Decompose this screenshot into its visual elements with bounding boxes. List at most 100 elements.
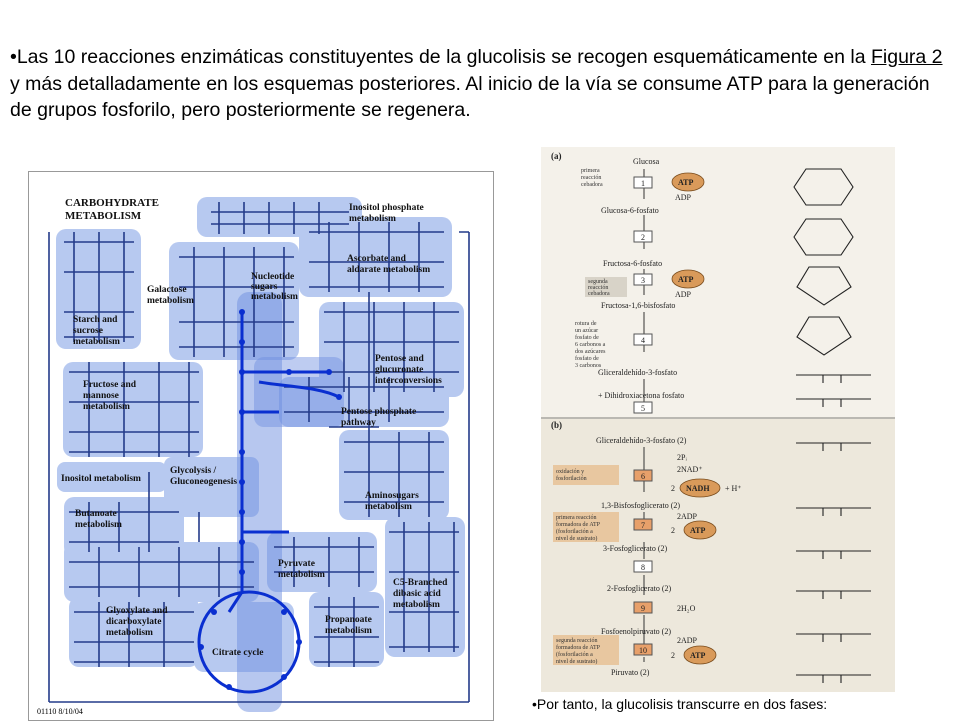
c5-label-3: metabolism xyxy=(393,600,440,610)
inositol-metabolism-label: Inositol metabolism xyxy=(61,474,141,484)
atp-3: ATP xyxy=(678,275,694,284)
c5-label-1: C5-Branched xyxy=(393,578,448,588)
note-3-line2: reacción xyxy=(588,285,608,291)
pentose-gluc-label-2: glucuronate xyxy=(375,365,423,375)
aminosugars-label-2: metabolism xyxy=(365,502,412,512)
note-1-line3: cebadora xyxy=(581,182,603,188)
note-10-line3: (fosforilación a xyxy=(556,651,593,658)
inositol-phosphate-label-2: metabolism xyxy=(349,214,396,224)
map-footer: 01110 8/10/04 xyxy=(37,707,83,716)
pyruvate-label-1: Pyruvate xyxy=(278,559,315,569)
side-notes: primera reacción cebadora segunda reacci… xyxy=(556,168,610,665)
step-4: 4 xyxy=(641,336,645,345)
adp-1: ADP xyxy=(675,193,692,202)
metabolite-2pg: 2-Fosfoglicerato (2) xyxy=(607,584,672,593)
step-6: 6 xyxy=(641,472,645,481)
ascorbate-label-2: aldarate metabolism xyxy=(347,265,430,275)
map-title-line1: CARBOHYDRATE xyxy=(65,197,159,209)
metabolite-dhap: + Dihidroxiacetona fosfato xyxy=(598,391,684,400)
note-7-line1: primera reacción xyxy=(556,515,596,521)
step-7: 7 xyxy=(641,521,645,530)
cofactor-labels: ATP ADP ATP ADP 2Pᵢ 2NAD⁺ 2 NADH + H⁺ 2A… xyxy=(671,178,742,660)
step-numbers: 1 2 3 4 5 6 7 8 9 10 xyxy=(639,179,647,655)
metabolite-gap: Gliceraldehído-3-fosfato xyxy=(598,368,677,377)
carbohydrate-metabolism-map: CARBOHYDRATE METABOLISM Inositol phospha… xyxy=(28,171,494,721)
galactose-label-2: metabolism xyxy=(147,296,194,306)
panel-a-label: (a) xyxy=(551,151,562,161)
panel-b-label: (b) xyxy=(551,420,562,430)
nadh-6: NADH xyxy=(686,484,710,493)
intro-text-end: y más detalladamente en los esquemas pos… xyxy=(10,72,930,122)
note-3-line3: cebadora xyxy=(588,291,610,297)
structure-sketches xyxy=(793,168,871,683)
butanoate-label-2: metabolism xyxy=(75,520,122,530)
step-3: 3 xyxy=(641,276,645,285)
note-6-line2: fosforilación xyxy=(556,475,587,482)
caption: •Por tanto, la glucolisis transcurre en … xyxy=(532,696,828,712)
note-1-line1: primera xyxy=(581,168,600,174)
starch-label-2: sucrose xyxy=(73,326,103,336)
note-4-line4: 6 carbonos a xyxy=(575,342,606,348)
galactose-label-1: Galactose xyxy=(147,285,187,295)
note-4-line7: 3 carbonos xyxy=(575,363,602,369)
adp-3: ADP xyxy=(675,290,692,299)
propanoate-label-2: metabolism xyxy=(325,626,372,636)
glyoxylate-label-3: metabolism xyxy=(106,628,153,638)
note-10-line2: formadora de ATP xyxy=(556,644,601,651)
h2o-9: 2H₂O xyxy=(677,604,696,613)
glyoxylate-label-2: dicarboxylate xyxy=(106,617,161,627)
pi-6: 2Pᵢ xyxy=(677,453,687,462)
nucleotide-label-1: Nucleotide xyxy=(251,272,294,282)
metabolite-3pg: 3-Fosfoglicerato (2) xyxy=(603,544,668,553)
c5-label-2: dibasic acid xyxy=(393,589,441,599)
two-10: 2 xyxy=(671,651,675,660)
metabolite-gap-2: Gliceraldehído-3-fosfato (2) xyxy=(596,436,687,445)
aminosugars-label-1: Aminosugars xyxy=(365,491,419,501)
inositol-phosphate-label-1: Inositol phosphate xyxy=(349,203,424,213)
step-8: 8 xyxy=(641,563,645,572)
note-4-line3: fosfato de xyxy=(575,334,599,341)
metabolite-bpg: 1,3-Bisfosfoglicerato (2) xyxy=(601,501,680,510)
fructose-label-2: mannose xyxy=(83,391,119,401)
glyoxylate-label-1: Glyoxylate and xyxy=(106,606,168,616)
note-6-line1: oxidación y xyxy=(556,469,584,475)
two-6: 2 xyxy=(671,484,675,493)
metabolite-labels: Glucosa Glucosa-6-fosfato Fructosa-6-fos… xyxy=(596,157,687,677)
reaction-lines xyxy=(48,202,470,703)
atp-badges xyxy=(671,172,721,665)
figura-2-link[interactable]: Figura 2 xyxy=(870,46,943,68)
nucleotide-label-2: sugars xyxy=(251,282,278,292)
note-4-line5: dos azúcares xyxy=(575,349,606,355)
h-6: + H⁺ xyxy=(725,484,742,493)
fructose-label-1: Fructose and xyxy=(83,380,137,390)
note-7-line2: formadora de ATP xyxy=(556,521,601,528)
step-markers xyxy=(633,176,653,656)
adp-10: 2ADP xyxy=(677,636,698,645)
step-9: 9 xyxy=(641,604,645,613)
intro-bullet: • xyxy=(10,46,17,68)
nucleotide-label-3: metabolism xyxy=(251,292,298,302)
kegg-labels: CARBOHYDRATE METABOLISM Inositol phospha… xyxy=(61,197,448,658)
metabolite-pyruvate: Piruvato (2) xyxy=(611,668,650,677)
intro-paragraph: •Las 10 reacciones enzimáticas constituy… xyxy=(10,44,955,124)
atp-7: ATP xyxy=(690,526,706,535)
ppp-label-1: Pentose phosphate xyxy=(341,407,416,417)
step-10: 10 xyxy=(639,646,647,655)
map-title-line2: METABOLISM xyxy=(65,210,142,222)
starch-label-3: metabolism xyxy=(73,337,120,347)
butanoate-label-1: Butanoate xyxy=(75,509,117,519)
note-7-line4: nivel de sustrato) xyxy=(556,535,597,542)
ascorbate-label-1: Ascorbate and xyxy=(347,254,407,264)
note-10-line1: segunda reacción xyxy=(556,638,597,644)
intro-text-start: Las 10 reacciones enzimáticas constituye… xyxy=(16,46,871,68)
note-4-line1: rotura de xyxy=(575,321,597,327)
kegg-map-svg: CARBOHYDRATE METABOLISM Inositol phospha… xyxy=(37,197,470,716)
note-1-line2: reacción xyxy=(581,175,601,181)
ppp-label-2: pathway xyxy=(341,418,376,428)
glycolysis-svg: (a) (b) 1 2 3 4 xyxy=(541,151,895,692)
fructose-label-3: metabolism xyxy=(83,402,130,412)
note-4-line6: fosfato de xyxy=(575,355,599,362)
glycolysis-label-1: Glycolysis / xyxy=(170,466,217,476)
note-4-line2: un azúcar xyxy=(575,328,598,334)
step-5: 5 xyxy=(641,404,645,413)
